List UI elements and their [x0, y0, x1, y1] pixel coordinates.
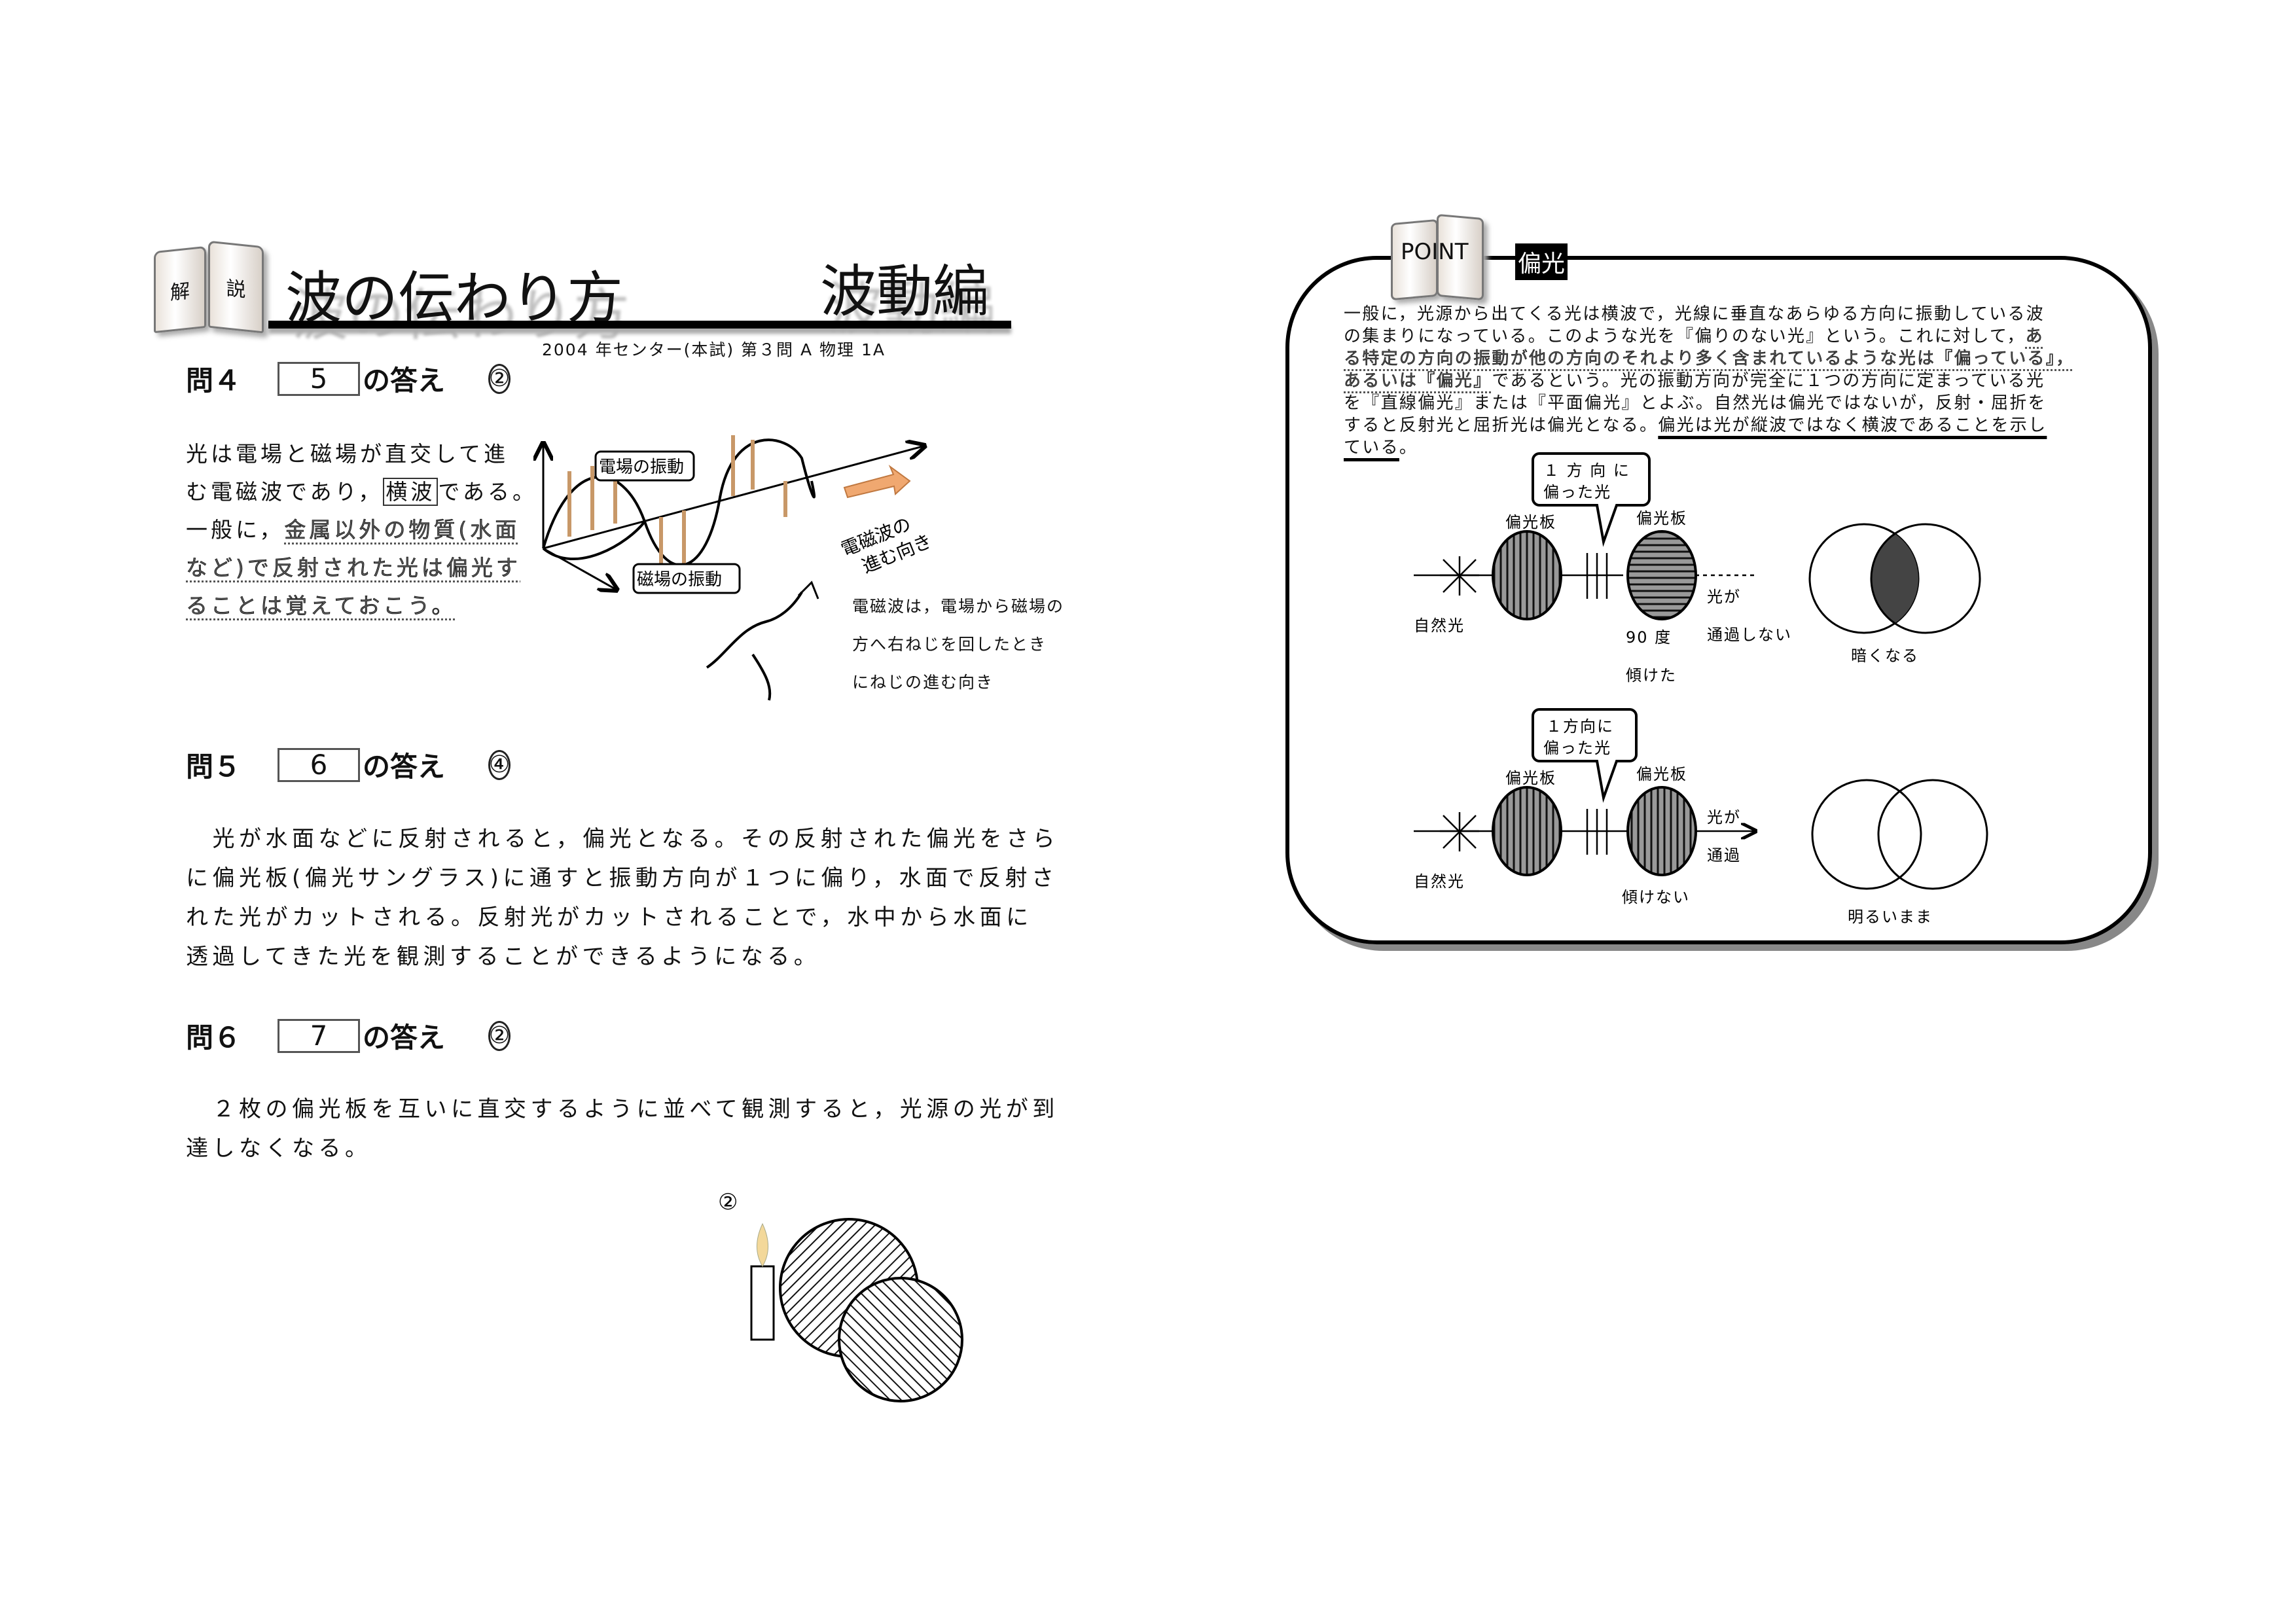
callout-text: １ 方 向 に — [1543, 461, 1630, 480]
q5-heading: 問５ 6 の答え ④ — [186, 745, 511, 785]
text-line: に偏光板(偏光サングラス)に通すと振動方向が１つに偏り，水面で反射さ — [186, 865, 1058, 891]
caption-line: にねじの進む向き — [852, 673, 994, 692]
text-line: 一般に，金属以外の物質(水面 — [186, 511, 537, 549]
text-line: 一般に，光源から出てくる光は横波で，光線に垂直なあらゆる方向に振動している波 — [1344, 303, 2074, 325]
q4-heading: 問４ 5 の答え ② — [186, 359, 511, 399]
text-segment: であるという。光の振動方向が完全に１つの方向に定まっている光 — [1492, 371, 2045, 391]
text-line: すると反射光と屈折光は偏光となる。偏光は光が縦波ではなく横波であることを示し — [1344, 414, 2074, 437]
q4-answer: ② — [488, 363, 511, 394]
emphasized-text: ることは覚えておこう。 — [186, 593, 457, 619]
emphasized-text: あ — [2025, 327, 2044, 347]
polarization-diagram-parallel: １方向に 偏った光 偏光板 偏光板 自然光 光が 通過 傾けない 明るいまま — [1414, 708, 1988, 926]
text-segment: を『直線偏光』または『平面偏光』とよぶ。自然光は偏光ではないが，反射・屈折を — [1344, 393, 2047, 413]
polarizer-label: 偏光板 — [1505, 513, 1556, 531]
polarizer-label: 偏光板 — [1505, 769, 1556, 787]
text-segment: すると反射光と屈折光は偏光となる。 — [1344, 416, 1659, 435]
angle-label: 傾けた — [1626, 666, 1677, 685]
polarizer-label: 偏光板 — [1636, 765, 1687, 783]
text-line: ることは覚えておこう。 — [186, 587, 537, 625]
q6-heading: 問６ 7 の答え ② — [186, 1016, 511, 1056]
q4-label: 問４ — [186, 365, 242, 397]
q5-label: 問５ — [186, 751, 242, 783]
candle-polarizer-figure — [750, 1218, 963, 1402]
angle-label: 傾けない — [1622, 888, 1690, 906]
emphasized-text: る特定の方向の振動が他の方向のそれより多く含まれているような光は『偏っている』， — [1344, 349, 2075, 369]
result-label: 光が — [1707, 588, 1741, 606]
em-wave-figure — [543, 435, 923, 701]
q6-explanation: ２枚の偏光板を互いに直交するように並べて観測すると，光源の光が到 達しなくなる。 — [186, 1090, 1059, 1168]
q5-answer-box: 6 — [278, 747, 361, 782]
text-line: の集まりになっている。このような光を『偏りのない光』という。これに対して，あ — [1344, 325, 2074, 348]
point-text: 一般に，光源から出てくる光は横波で，光線に垂直なあらゆる方向に振動している波の集… — [1344, 303, 2074, 459]
section-title: 波動編 — [820, 259, 989, 325]
point-topic: 偏光 — [1515, 243, 1568, 280]
q4-answer-box: 5 — [278, 361, 361, 396]
callout-text: 偏った光 — [1543, 739, 1611, 757]
result-label: 通過 — [1707, 846, 1741, 865]
emphasized-text: 横波 — [383, 478, 439, 506]
candle-icon — [750, 1265, 775, 1341]
callout-text: １方向に — [1546, 717, 1614, 736]
emphasized-text: など)で反射された光は偏光す — [186, 555, 521, 581]
q6-label: 問６ — [186, 1022, 242, 1054]
q5-suffix: の答え — [363, 751, 446, 783]
text-line: を『直線偏光』または『平面偏光』とよぶ。自然光は偏光ではないが，反射・屈折を — [1344, 392, 2074, 414]
point-badge: POINT — [1401, 239, 1469, 265]
q5-explanation: 光が水面などに反射されると，偏光となる。その反射された偏光をさら に偏光板(偏光… — [186, 819, 1059, 976]
text-segment: 一般に， — [186, 517, 285, 543]
caption-line: 電磁波は，電場から磁場の — [852, 597, 1065, 616]
text-segment: 一般に，光源から出てくる光は横波で，光線に垂直なあらゆる方向に振動している波 — [1344, 304, 2045, 324]
text-line: 光は電場と磁場が直交して進 — [186, 435, 537, 473]
text-segment: む電磁波であり， — [186, 479, 384, 505]
text-line: あるいは『偏光』であるという。光の振動方向が完全に１つの方向に定まっている光 — [1344, 370, 2074, 392]
emphasized-text: ている — [1344, 438, 1399, 457]
text-line: 透過してきた光を観測することができるようになる。 — [186, 944, 821, 970]
q4-figure-caption: 電磁波は，電場から磁場の 方へ右ねじを回したとき にねじの進む向き — [852, 588, 1064, 702]
text-line: む電磁波であり，横波である。 — [186, 473, 537, 511]
text-line: 光が水面などに反射されると，偏光となる。その反射された偏光をさら — [186, 826, 1060, 852]
magnetic-field-label: 磁場の振動 — [637, 570, 722, 590]
polarizer-disc — [838, 1277, 963, 1402]
q4-suffix: の答え — [363, 365, 446, 397]
flame-icon — [757, 1222, 768, 1267]
natural-light-label: 自然光 — [1414, 616, 1465, 635]
natural-light-label: 自然光 — [1414, 872, 1465, 891]
text-line: 達しなくなる。 — [186, 1135, 372, 1162]
header-rule — [268, 321, 1011, 329]
text-line: ２枚の偏光板を互いに直交するように並べて観測すると，光源の光が到 — [186, 1096, 1059, 1122]
emphasized-text: 偏光は光が縦波ではなく横波であることを示し — [1658, 416, 2047, 435]
q6-answer-box: 7 — [278, 1018, 361, 1053]
venn-label: 明るいまま — [1848, 908, 1933, 926]
text-segment: 。 — [1399, 438, 1418, 457]
q6-suffix: の答え — [363, 1022, 446, 1054]
text-segment: である。 — [438, 479, 538, 505]
page-title: 波の伝わり方 — [285, 266, 623, 331]
polarization-diagram-crossed: １ 方 向 に 偏った光 偏光板 偏光板 自然光 光が 通過しない 90 度 傾… — [1414, 452, 1981, 685]
text-line: れた光がカットされる。反射光がカットされることで，水中から水面に — [186, 904, 1033, 931]
text-line: ている。 — [1344, 437, 2074, 459]
text-segment: 光は電場と磁場が直交して進 — [186, 441, 509, 467]
venn-label: 暗くなる — [1851, 647, 1919, 665]
emphasized-text: あるいは『偏光』 — [1344, 371, 1492, 391]
q6-answer: ② — [488, 1020, 511, 1051]
result-label: 通過しない — [1707, 626, 1792, 644]
caption-line: 方へ右ねじを回したとき — [852, 635, 1047, 654]
q4-explanation: 光は電場と磁場が直交して進む電磁波であり，横波である。一般に，金属以外の物質(水… — [186, 435, 537, 625]
q6-figure-label: ② — [718, 1189, 738, 1215]
result-label: 光が — [1707, 808, 1741, 827]
source-note: 2004 年センター(本試) 第３問 A 物理 1A — [542, 340, 886, 359]
emphasized-text: 金属以外の物質(水面 — [284, 517, 520, 543]
callout-text: 偏った光 — [1543, 483, 1611, 501]
point-box — [1285, 256, 2152, 944]
text-line: る特定の方向の振動が他の方向のそれより多く含まれているような光は『偏っている』， — [1344, 348, 2074, 370]
text-line: など)で反射された光は偏光す — [186, 549, 537, 587]
angle-label: 90 度 — [1626, 628, 1672, 647]
q5-answer: ④ — [488, 749, 511, 780]
polarizer-label: 偏光板 — [1636, 509, 1687, 527]
electric-field-label: 電場の振動 — [599, 457, 684, 477]
text-segment: の集まりになっている。このような光を『偏りのない光』という。これに対して， — [1344, 327, 2026, 346]
